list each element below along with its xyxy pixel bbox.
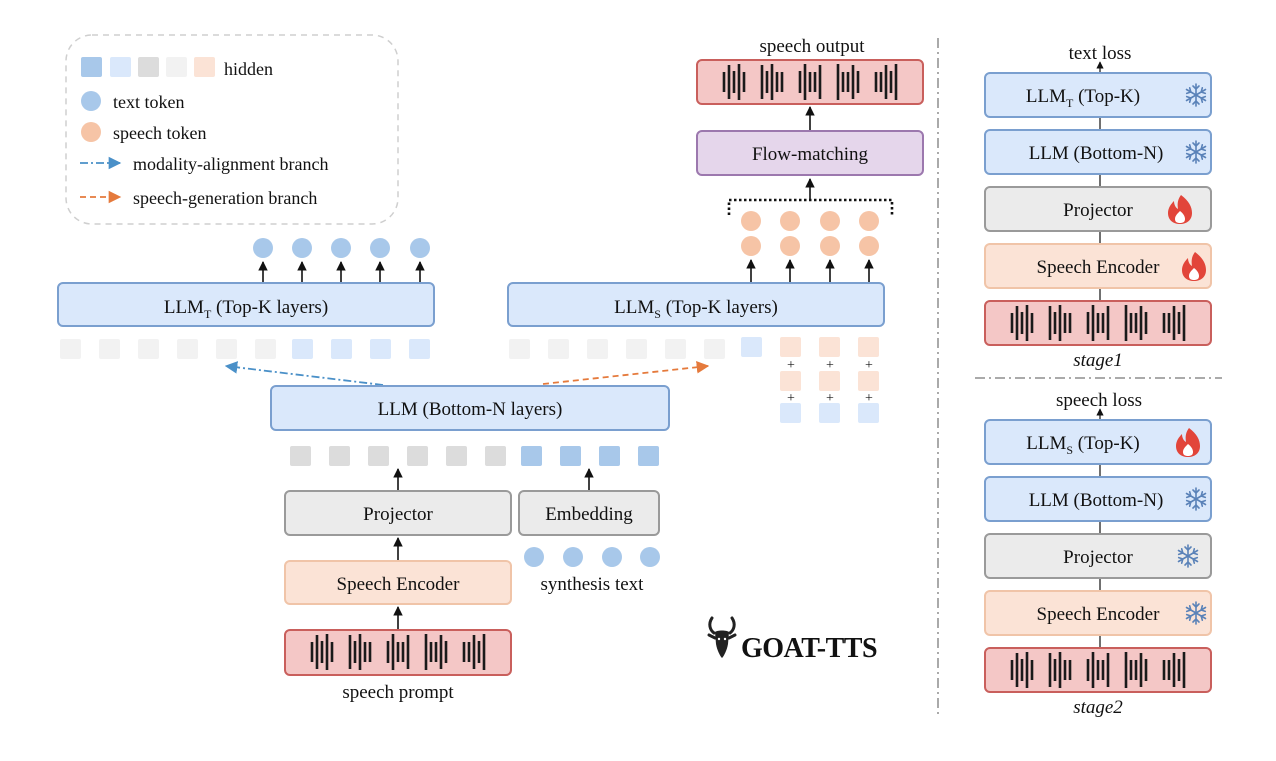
svg-text:+: +	[826, 391, 834, 406]
legend-hidden-label: hidden	[224, 59, 273, 79]
svg-text:+: +	[865, 358, 873, 373]
legend-box	[65, 34, 399, 225]
stage2-llm-s-block	[984, 419, 1212, 465]
llm-s-hidden-row	[509, 337, 879, 359]
goat-logo-icon	[707, 616, 737, 658]
legend-speech-token-circle	[81, 122, 101, 142]
waveform-icon	[722, 64, 898, 100]
speech-prompt-label: speech prompt	[342, 682, 454, 703]
llm-bottom-n-label: LLM (Bottom-N layers)	[378, 399, 563, 420]
legend-speech-token-label: speech token	[113, 123, 206, 143]
stage1-llm-bottom-block	[984, 129, 1212, 175]
svg-text:+: +	[787, 391, 795, 406]
projector-label: Projector	[363, 504, 433, 525]
stage1-speech-encoder-label: Speech Encoder	[1037, 257, 1161, 278]
llm-s-output-tokens	[741, 211, 879, 256]
legend-text-token-circle	[81, 91, 101, 111]
legend-speech-label: speech-generation branch	[133, 188, 317, 208]
stage2-projector-label: Projector	[1063, 547, 1133, 568]
stage2-projector-block	[984, 533, 1212, 579]
speech-token-embedding-sums: + + + + + +	[780, 358, 879, 423]
stage2-speech-encoder-label: Speech Encoder	[1037, 604, 1161, 625]
stage1-caption: stage1	[1073, 350, 1123, 371]
stage1-speech-encoder-block	[984, 243, 1212, 289]
llm-t-top-k-label: LLMT (Top-K layers)	[164, 297, 328, 321]
speech-encoder-label: Speech Encoder	[337, 574, 461, 595]
waveform-icon	[1010, 652, 1186, 688]
llm-s-top-k-block	[507, 282, 885, 327]
goat-tts-logo-text: GOAT-TTS	[741, 633, 877, 664]
stage1-projector-block	[984, 186, 1212, 232]
flow-matching-block	[696, 130, 924, 176]
llm-t-output-tokens	[253, 238, 430, 258]
llm-t-output-arrows	[258, 261, 425, 283]
stage2-speech-encoder-block	[984, 590, 1212, 636]
svg-text:+: +	[826, 358, 834, 373]
llm-s-output-arrows	[746, 259, 874, 283]
legend-text-token-label: text token	[113, 92, 184, 112]
legend-hidden-swatches	[81, 57, 215, 77]
llm-bottom-n-block	[270, 385, 670, 431]
synthesis-text-label: synthesis text	[541, 574, 645, 595]
stage1-llm-bottom-label: LLM (Bottom-N)	[1029, 143, 1164, 164]
llm-bottom-input-row	[290, 446, 659, 466]
stage1-text-loss-label: text loss	[1069, 43, 1132, 64]
synthesis-text-tokens	[524, 547, 660, 567]
stage2-llm-bottom-label: LLM (Bottom-N)	[1029, 490, 1164, 511]
waveform-icon	[310, 634, 486, 670]
stage1-llm-t-block	[984, 72, 1212, 118]
stage2-speech-loss-label: speech loss	[1056, 390, 1142, 411]
waveform-icon	[1010, 305, 1186, 341]
flow-matching-label: Flow-matching	[752, 144, 869, 165]
llm-t-top-k-block	[57, 282, 435, 327]
legend-modality-label: modality-alignment branch	[133, 154, 328, 174]
modality-alignment-arrow	[224, 361, 384, 386]
svg-text:+: +	[787, 358, 795, 373]
speech-encoder-block	[284, 560, 512, 605]
stage1-projector-label: Projector	[1063, 200, 1133, 221]
stage1-llm-t-label: LLMT (Top-K)	[1026, 86, 1140, 110]
stage2-caption: stage2	[1073, 697, 1123, 718]
embedding-label: Embedding	[545, 504, 633, 525]
stage2-llm-bottom-block	[984, 476, 1212, 522]
llm-t-hidden-row	[60, 339, 430, 359]
speech-generation-arrow	[542, 360, 710, 385]
svg-text:+: +	[865, 391, 873, 406]
stage2-llm-s-label: LLMS (Top-K)	[1026, 433, 1140, 457]
llm-s-top-k-label: LLMS (Top-K layers)	[614, 297, 778, 321]
speech-output-label: speech output	[759, 36, 865, 57]
embedding-block	[518, 490, 660, 536]
projector-block	[284, 490, 512, 536]
